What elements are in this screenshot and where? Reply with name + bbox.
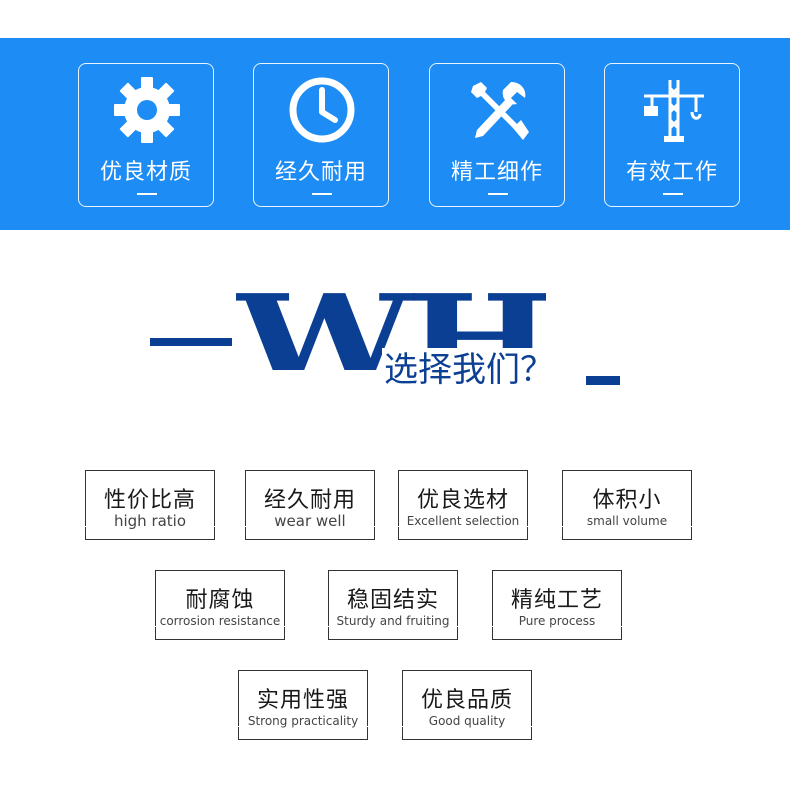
feature-card-durable: 经久耐用: [253, 63, 389, 207]
tag-title: 精纯工艺: [510, 588, 603, 613]
tag-title: 优良品质: [420, 688, 513, 713]
feature-dash: [137, 193, 157, 195]
tag-practicality: 实用性强 Strong practicality: [238, 670, 368, 740]
tag-small-volume: 体积小 small volume: [562, 470, 692, 540]
feature-dash: [312, 193, 332, 195]
tag-sturdy: 稳固结实 Sturdy and fruiting: [328, 570, 458, 640]
feature-card-material: 优良材质: [78, 63, 214, 207]
tag-subtitle: Excellent selection: [406, 514, 520, 528]
tag-subtitle: high ratio: [113, 512, 187, 530]
why-subtitle: 选择我们？: [382, 348, 558, 392]
why-bar-left: [150, 338, 232, 346]
tag-good-quality: 优良品质 Good quality: [402, 670, 532, 740]
tag-subtitle: wear well: [274, 512, 346, 530]
tag-title: 耐腐蚀: [185, 588, 255, 613]
tag-title: 优良选材: [416, 488, 509, 513]
tag-corrosion-resistance: 耐腐蚀 corrosion resistance: [155, 570, 285, 640]
feature-label: 经久耐用: [274, 160, 367, 185]
tag-title: 实用性强: [256, 688, 349, 713]
feature-label: 优良材质: [99, 160, 192, 185]
gear-icon: [114, 77, 180, 143]
clock-icon: [289, 77, 355, 143]
tag-title: 体积小: [592, 488, 662, 513]
tag-subtitle: Good quality: [428, 714, 506, 728]
tag-subtitle: Pure process: [518, 614, 596, 628]
why-bar-right: [586, 376, 620, 385]
tag-subtitle: Sturdy and fruiting: [336, 614, 450, 628]
tag-subtitle: Strong practicality: [247, 714, 359, 728]
feature-card-craft: 精工细作: [429, 63, 565, 207]
feature-banner: 优良材质 经久耐用 精工细作: [0, 38, 790, 230]
tag-title: 性价比高: [103, 488, 196, 513]
crane-icon: [644, 80, 704, 142]
tag-subtitle: corrosion resistance: [159, 614, 281, 628]
tag-pure-process: 精纯工艺 Pure process: [492, 570, 622, 640]
feature-label: 精工细作: [450, 160, 543, 185]
feature-dash: [663, 193, 683, 195]
feature-label: 有效工作: [625, 160, 718, 185]
feature-card-work: 有效工作: [604, 63, 740, 207]
feature-dash: [488, 193, 508, 195]
tag-excellent-selection: 优良选材 Excellent selection: [398, 470, 528, 540]
tag-title: 经久耐用: [263, 488, 356, 513]
tag-wear-well: 经久耐用 wear well: [245, 470, 375, 540]
tools-icon: [471, 82, 529, 140]
tag-high-ratio: 性价比高 high ratio: [85, 470, 215, 540]
tag-subtitle: small volume: [586, 514, 668, 528]
tag-title: 稳固结实: [346, 588, 439, 613]
